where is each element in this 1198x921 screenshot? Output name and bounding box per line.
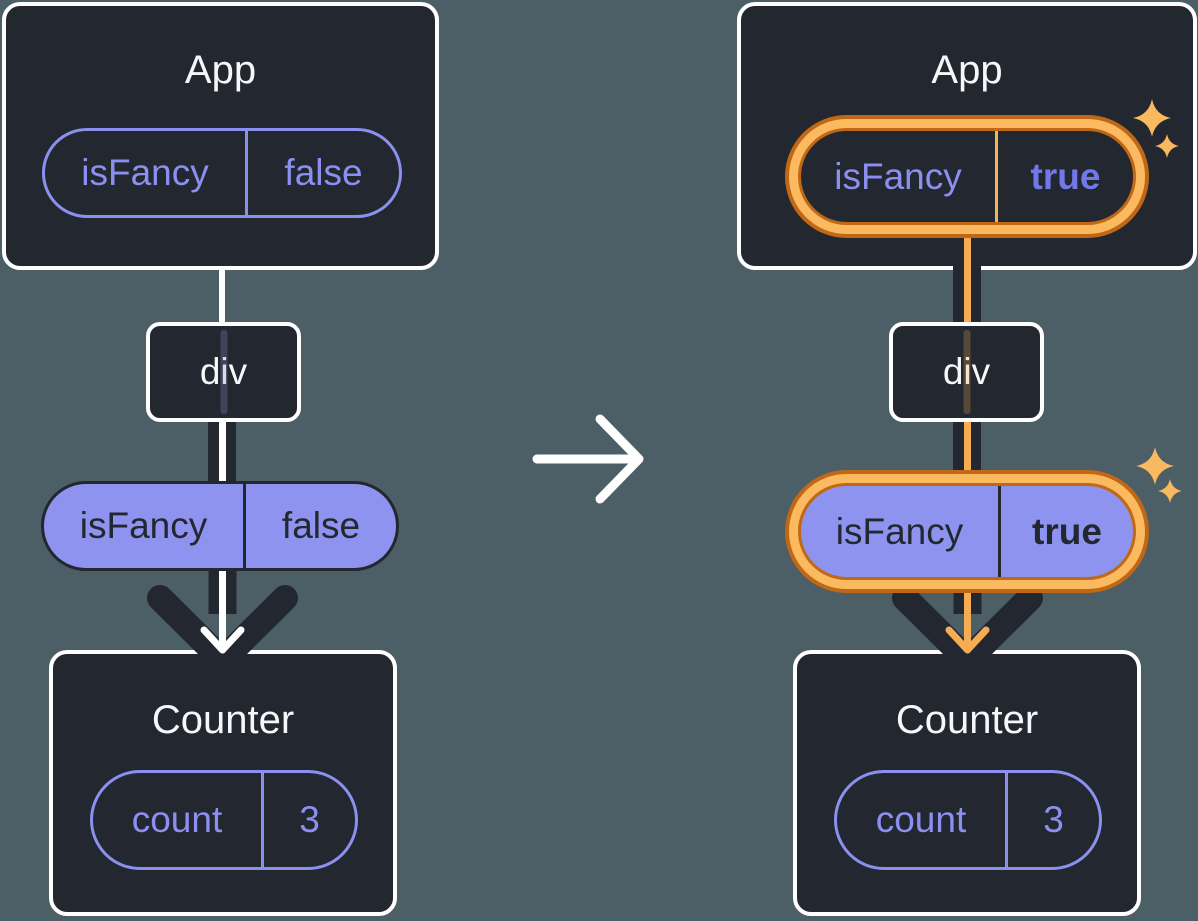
prop-pill-key: isFancy xyxy=(44,484,246,568)
highlight-ring: isFancy true xyxy=(785,470,1149,593)
state-pill-value: 3 xyxy=(1043,799,1064,840)
prop-pill-key: isFancy xyxy=(801,486,1001,577)
state-pill-key: isFancy xyxy=(45,131,248,215)
state-flow-arrow-icon xyxy=(147,568,298,673)
connector-core-line xyxy=(963,228,971,326)
counter-state-pill: count 3 xyxy=(834,770,1102,870)
sparkles-icon xyxy=(1136,447,1182,503)
connector-core-line xyxy=(218,420,226,486)
state-pill-value: true xyxy=(1030,155,1101,197)
div-dom-node-box: div xyxy=(146,322,301,422)
prop-pill-value: false xyxy=(281,505,361,546)
counter-component-title: Counter xyxy=(895,698,1039,742)
div-dom-node-box: div xyxy=(889,322,1044,422)
counter-component-title: Counter xyxy=(151,698,295,742)
app-state-pill: isFancy false xyxy=(42,128,402,218)
div-label: div xyxy=(942,351,991,392)
state-pill-value: 3 xyxy=(299,799,320,840)
state-pill-key: count xyxy=(837,773,1008,867)
div-label: div xyxy=(199,351,248,392)
state-pill-value: false xyxy=(284,152,363,193)
counter-state-pill: count 3 xyxy=(90,770,358,870)
connector-line xyxy=(219,268,225,326)
state-pill-key: count xyxy=(93,773,264,867)
passthrough-line xyxy=(220,330,227,414)
connector-core-line xyxy=(963,420,971,490)
state-pill-key: isFancy xyxy=(801,131,998,222)
connector-shaft xyxy=(953,228,981,326)
passthrough-line xyxy=(963,330,970,414)
sparkles-icon xyxy=(1133,99,1179,158)
prop-pill-value: true xyxy=(1032,510,1102,552)
highlight-ring: isFancy true xyxy=(785,115,1149,238)
connector-shaft xyxy=(208,420,236,486)
app-component-title: App xyxy=(184,48,257,92)
app-component-title: App xyxy=(931,48,1003,92)
transition-arrow-icon xyxy=(532,414,644,504)
prop-pill: isFancy false xyxy=(41,481,399,571)
app-state-pill: isFancy true xyxy=(798,128,1136,225)
prop-pill: isFancy true xyxy=(798,483,1136,580)
